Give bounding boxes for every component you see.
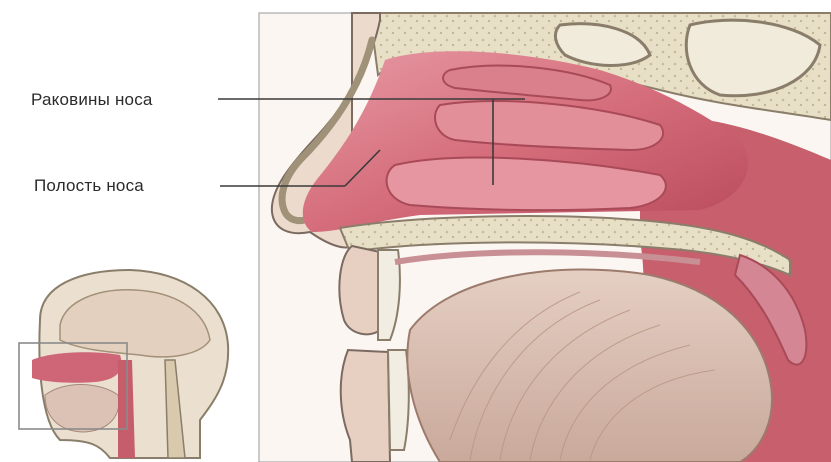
upper-lip bbox=[339, 246, 380, 334]
inset-nasal-cavity bbox=[32, 352, 122, 383]
label-nasal-cavity: Полость носа bbox=[34, 176, 144, 196]
lower-teeth bbox=[388, 350, 409, 450]
label-nasal-conchae: Раковины носа bbox=[31, 90, 153, 110]
main-panel bbox=[259, 13, 831, 462]
inset-head bbox=[19, 270, 228, 458]
